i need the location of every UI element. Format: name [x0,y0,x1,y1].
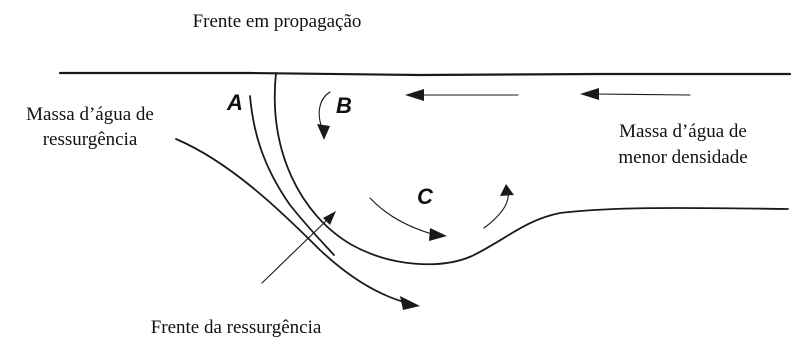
upwelling-mass-label-line1: Massa d’água de [26,104,154,125]
front-pointer-line [261,219,328,284]
eddy-b-arrowhead [317,124,330,140]
upwelling-flow-arrow [175,138,405,303]
eddy-c-return-arrowhead [500,184,514,196]
upwelling-front-label: Frente da ressurgência [151,317,322,338]
surface-flow-arrow-2-shaft [594,93,691,96]
eddy-c-lower-arrow-shaft [369,197,433,235]
lower-density-mass-label-line1: Massa d’água de [619,121,747,142]
eddy-c-return-arrow-shaft [483,191,509,229]
front-pointer-arrowhead [323,211,336,225]
upwelling-flow-arrowhead [400,296,420,310]
sea-surface-line [58,71,792,77]
zone-b-label: B [336,93,352,118]
surface-flow-arrow-2-head [580,88,599,100]
eddy-c-lower-arrowhead [429,228,447,241]
propagating-front-label: Frente em propagação [193,11,362,32]
surface-flow-arrow-1-head [405,89,424,101]
convergence-line [249,95,335,256]
zone-a-label: A [226,90,243,115]
front-boundary-curve [273,72,789,266]
upwelling-mass-label-line2: ressurgência [43,129,138,150]
zone-c-label: C [417,184,434,209]
eddy-b-arrow-shaft [318,91,331,129]
lower-density-mass-label-line2: menor densidade [618,147,747,168]
